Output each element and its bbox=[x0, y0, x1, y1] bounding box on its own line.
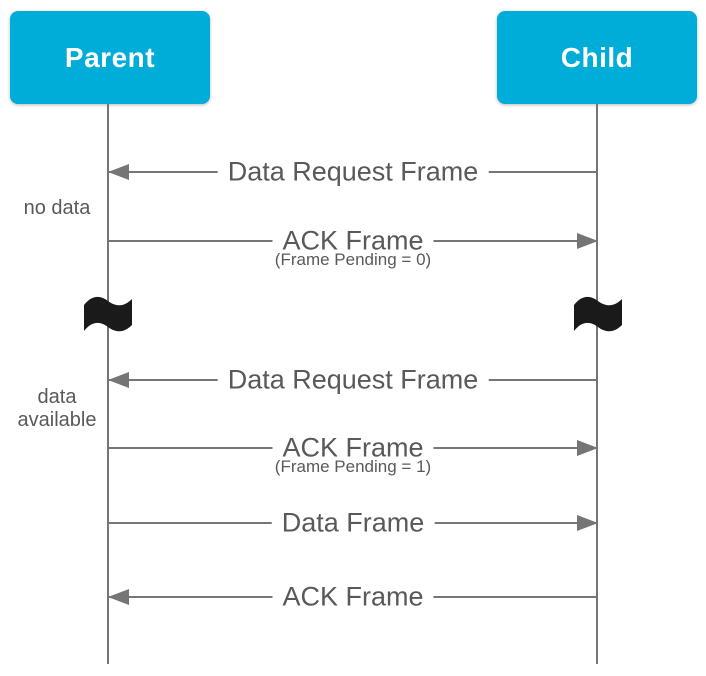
actor-label-parent: Parent bbox=[64, 41, 156, 73]
side-note-1: no data bbox=[2, 197, 112, 220]
actor-label-child: Child bbox=[560, 41, 634, 73]
message-label: Data Frame bbox=[271, 507, 435, 539]
arrowhead-left-icon bbox=[108, 372, 129, 388]
actor-box-child: Child bbox=[497, 11, 697, 104]
message-sublabel: (Frame Pending = 0) bbox=[274, 250, 432, 270]
message-label: Data Request Frame bbox=[217, 364, 489, 396]
actor-box-parent: Parent bbox=[10, 11, 210, 104]
side-note-line: available bbox=[17, 409, 97, 431]
flag-icon bbox=[574, 296, 622, 332]
lifeline-child bbox=[596, 104, 598, 664]
arrowhead-right-icon bbox=[577, 515, 598, 531]
arrowhead-left-icon bbox=[108, 164, 129, 180]
arrowhead-left-icon bbox=[108, 589, 129, 605]
message-sublabel: (Frame Pending = 1) bbox=[274, 457, 432, 477]
flag-icon bbox=[84, 296, 132, 332]
message-label: ACK Frame bbox=[272, 581, 434, 613]
side-note-line: no data bbox=[23, 197, 91, 219]
arrowhead-right-icon bbox=[577, 233, 598, 249]
side-note-line: data bbox=[37, 386, 77, 408]
message-label: Data Request Frame bbox=[217, 156, 489, 188]
arrowhead-right-icon bbox=[577, 440, 598, 456]
